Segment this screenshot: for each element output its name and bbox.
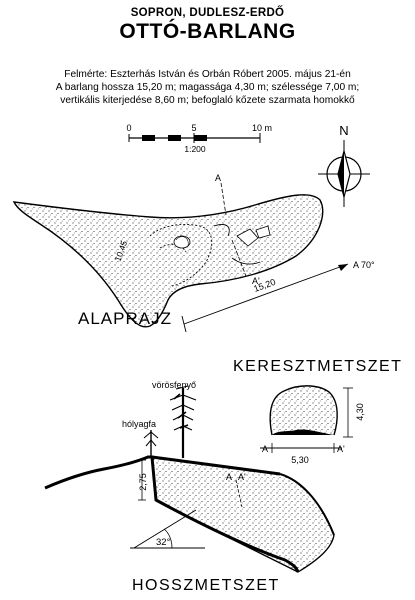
tree1-label: vörösfenyő (152, 380, 196, 390)
cross-section-label: KERESZTMETSZET (233, 358, 403, 375)
scale-tick-5: 5 (191, 123, 196, 133)
plan-section-a: A (215, 173, 221, 183)
plan-label: ALAPRAJZ (78, 309, 172, 328)
plan-section-a-prime: A' (252, 276, 260, 286)
scale-ratio: 1:200 (184, 144, 206, 154)
scale-tick-10: 10 m (252, 123, 272, 133)
long-section-a: A (226, 472, 232, 482)
surveyors-line: Felmérte: Eszterhás István és Orbán Róbe… (64, 69, 351, 80)
rock-line: vertikális kiterjedése 8,60 m; befoglaló… (60, 95, 355, 106)
entrance-height: 2,75 (138, 473, 148, 491)
location-text: SOPRON, DUDLESZ-ERDŐ (130, 7, 285, 19)
long-section-a-prime: A' (238, 472, 246, 482)
cave-title: OTTÓ-BARLANG (119, 20, 296, 43)
slope-angle: 32° (156, 537, 171, 548)
cross-height: 4,30 (355, 403, 365, 421)
cross-section-view: 4,30 A A' 5,30 (260, 385, 365, 465)
plan-view: A A' A 70° 15,20 10,45 (12, 173, 375, 333)
dimensions-line: A barlang hossza 15,20 m; magassága 4,30… (55, 82, 360, 93)
long-section-label: HOSSZMETSZET (132, 577, 280, 594)
scale-tick-0: 0 (126, 123, 131, 133)
plan-bearing: A 70° (353, 260, 375, 270)
longitudinal-section-view: A A' 2,75 32° vörösfenyő hólyagfa (44, 380, 335, 573)
cross-width: 5,30 (291, 455, 309, 465)
cross-left-label: A (262, 444, 268, 454)
scale-bar: 0 5 10 m 1:200 (126, 123, 272, 154)
cross-right-label: A' (337, 444, 345, 454)
north-label: N (339, 123, 348, 138)
tree2-label: hólyagfa (122, 419, 156, 429)
north-arrow: N (318, 123, 370, 207)
